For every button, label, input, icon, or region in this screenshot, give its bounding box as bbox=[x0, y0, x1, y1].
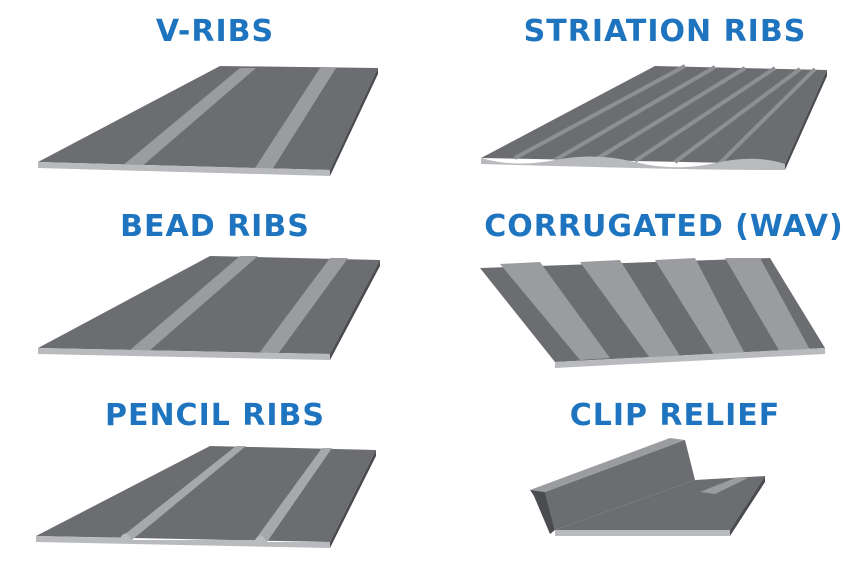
clip-relief-sheet-image bbox=[530, 438, 765, 536]
bead-ribs-panel bbox=[30, 250, 390, 365]
clip-relief-panel bbox=[520, 430, 780, 555]
striation-ribs-sheet-image bbox=[481, 64, 827, 170]
bead-ribs-sheet-image bbox=[38, 256, 380, 360]
title-v-ribs: V-RIBS bbox=[155, 14, 275, 49]
title-bead-ribs: BEAD RIBS bbox=[120, 209, 310, 244]
pencil-ribs-sheet-image bbox=[36, 446, 376, 548]
title-pencil-ribs: PENCIL RIBS bbox=[104, 398, 326, 433]
v-ribs-sheet-image bbox=[38, 66, 378, 176]
v-ribs-panel bbox=[30, 60, 390, 180]
pencil-ribs-panel bbox=[30, 440, 390, 555]
corrugated-wav-sheet-image bbox=[480, 258, 825, 368]
corrugated-wav-panel bbox=[470, 250, 840, 370]
title-striation-ribs: STRIATION RIBS bbox=[523, 14, 807, 49]
title-corrugated-wav: CORRUGATED (WAV) bbox=[484, 209, 844, 244]
title-clip-relief: CLIP RELIEF bbox=[569, 398, 781, 433]
striation-ribs-panel bbox=[475, 60, 835, 180]
